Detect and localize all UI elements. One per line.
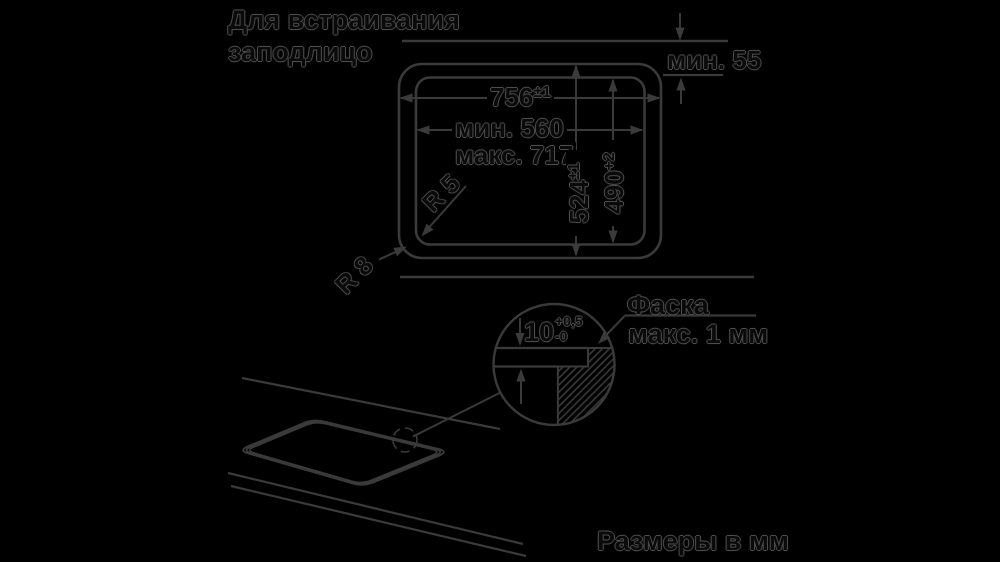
section-hatch bbox=[556, 347, 616, 426]
units-note: Размеры в мм bbox=[597, 526, 789, 556]
iso-cutout-outline bbox=[242, 419, 445, 486]
title-line2: заподлицо bbox=[228, 37, 373, 67]
iso-front-edge-1 bbox=[227, 471, 524, 546]
recess-tol-lower: -0 bbox=[555, 328, 568, 344]
detail-recess-depth: 10 bbox=[524, 317, 555, 347]
dim-rear-clearance: мин. 55 bbox=[667, 45, 762, 75]
iso-back-edge bbox=[241, 376, 501, 431]
isometric-view-drawing bbox=[227, 376, 527, 558]
chamfer-label-line2: макс. 1 мм bbox=[628, 319, 769, 349]
dim-opening-width-min: мин. 560 bbox=[452, 115, 567, 141]
detail-leader-line bbox=[412, 391, 501, 438]
detail-marker-circle bbox=[392, 427, 418, 453]
r5-leader bbox=[424, 185, 467, 233]
recess-tol-upper: +0,5 bbox=[555, 313, 583, 329]
inner-opening-rect bbox=[414, 76, 646, 246]
dim-opening-depth: 490+2 bbox=[599, 140, 629, 226]
dim-cutout-depth-tol: ±1 bbox=[566, 162, 583, 181]
title-line1: Для встраивания bbox=[228, 5, 460, 35]
iso-front-edge-2 bbox=[230, 484, 527, 558]
detail-recess-tolerance: +0,5 -0 bbox=[555, 314, 583, 344]
detail-circle-drawing bbox=[412, 302, 756, 438]
outer-cutout-rect bbox=[397, 62, 663, 260]
chamfer-label-line1: Фаска bbox=[627, 290, 709, 320]
dim-opening-depth-tol: +2 bbox=[601, 152, 618, 171]
dim-cutout-width: 756±1 bbox=[487, 84, 555, 110]
dim-cutout-width-tol: ±1 bbox=[533, 84, 552, 101]
dim-cutout-depth: 524±1 bbox=[564, 150, 594, 236]
dim-opening-width-max: макс. 717 bbox=[452, 142, 577, 168]
